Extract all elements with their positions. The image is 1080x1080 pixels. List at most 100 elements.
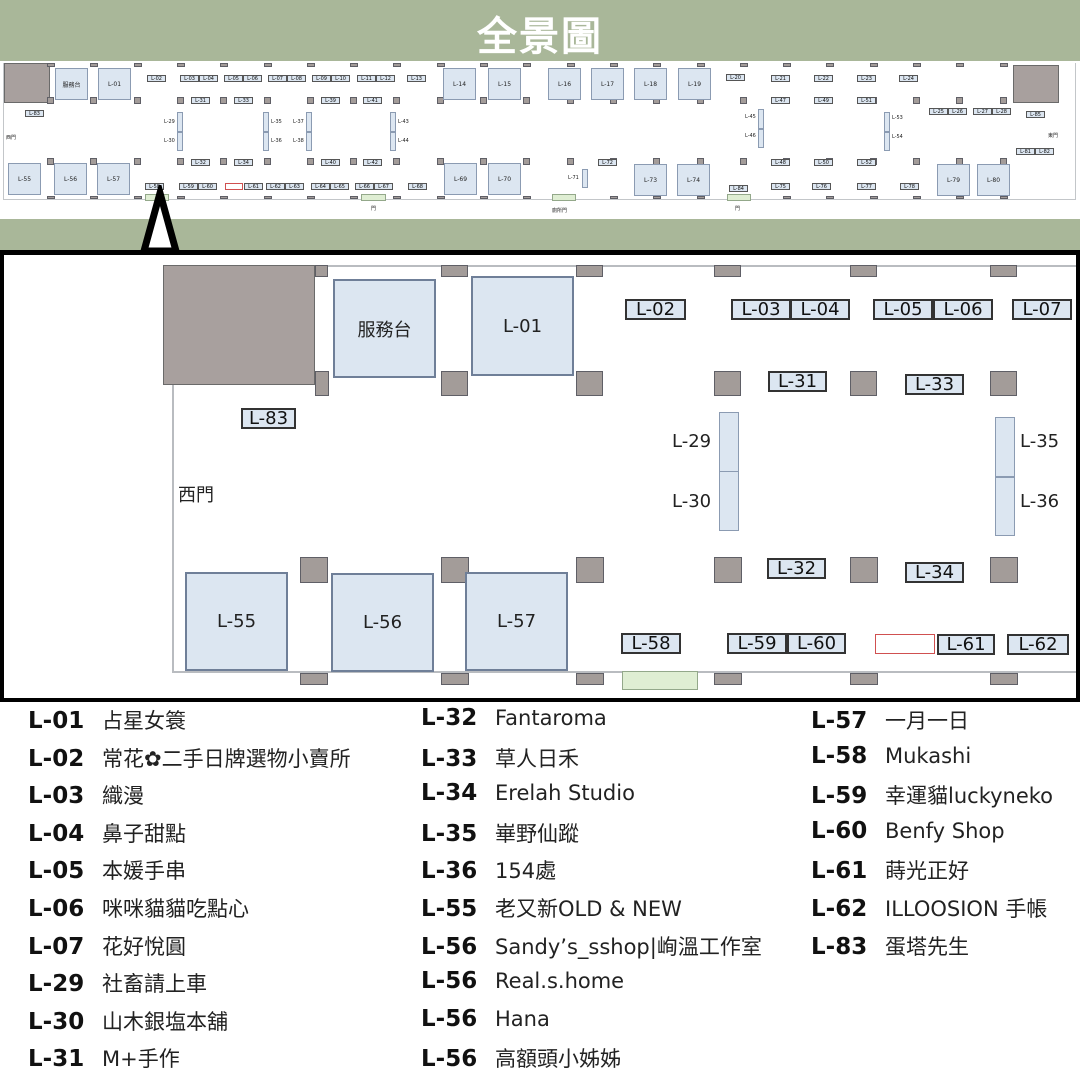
booth-L-77[interactable]: L-77 [857, 183, 876, 190]
booth-L-04[interactable]: L-04 [199, 75, 218, 82]
booth-strip[interactable] [390, 112, 396, 132]
booth-L-32[interactable]: L-32 [191, 159, 210, 166]
booth-L-76[interactable]: L-76 [812, 183, 831, 190]
booth-L-80[interactable]: L-80 [977, 164, 1010, 196]
booth-L-14[interactable]: L-14 [443, 68, 476, 100]
booth-L-59[interactable]: L-59 [179, 183, 198, 190]
booth-L-67[interactable]: L-67 [374, 183, 393, 190]
booth-L-56[interactable]: L-56 [331, 573, 434, 672]
booth-L-23[interactable]: L-23 [857, 75, 876, 82]
booth-L-08[interactable]: L-08 [287, 75, 306, 82]
booth-L-56[interactable]: L-56 [54, 163, 87, 195]
booth-L-26[interactable]: L-26 [948, 108, 967, 115]
booth-strip[interactable] [263, 112, 269, 132]
booth-L-83[interactable]: L-83 [241, 408, 296, 429]
booth-L-28[interactable]: L-28 [992, 108, 1011, 115]
booth-strip[interactable] [390, 132, 396, 151]
booth-strip[interactable] [719, 471, 739, 531]
booth-L-49[interactable]: L-49 [814, 97, 833, 104]
booth-L-58[interactable]: L-58 [621, 633, 681, 654]
booth-L-04[interactable]: L-04 [790, 299, 850, 320]
booth-L-48[interactable]: L-48 [771, 159, 790, 166]
booth-strip[interactable] [177, 132, 183, 151]
booth-L-20[interactable]: L-20 [726, 74, 745, 81]
booth-L-78[interactable]: L-78 [900, 183, 919, 190]
booth-L-12[interactable]: L-12 [376, 75, 395, 82]
booth-L-60[interactable]: L-60 [198, 183, 217, 190]
booth-L-16[interactable]: L-16 [548, 68, 581, 100]
booth-L-60[interactable]: L-60 [787, 633, 846, 654]
booth-服務台[interactable]: 服務台 [333, 279, 436, 378]
booth-L-19[interactable]: L-19 [678, 68, 711, 100]
booth-L-11[interactable]: L-11 [357, 75, 376, 82]
booth-strip[interactable] [884, 112, 890, 132]
booth-L-17[interactable]: L-17 [591, 68, 624, 100]
booth-L-64[interactable]: L-64 [311, 183, 330, 190]
booth-L-21[interactable]: L-21 [771, 75, 790, 82]
booth-L-06[interactable]: L-06 [243, 75, 262, 82]
booth-strip[interactable] [995, 477, 1015, 536]
booth-L-55[interactable]: L-55 [185, 572, 288, 671]
booth-L-10[interactable]: L-10 [331, 75, 350, 82]
booth-strip[interactable] [263, 132, 269, 151]
booth-L-79[interactable]: L-79 [937, 164, 970, 196]
booth-L-34[interactable]: L-34 [234, 159, 253, 166]
booth-L-65[interactable]: L-65 [330, 183, 349, 190]
booth-L-02[interactable]: L-02 [625, 299, 686, 320]
booth-L-03[interactable]: L-03 [180, 75, 199, 82]
booth-L-07[interactable]: L-07 [268, 75, 287, 82]
booth-strip[interactable] [582, 169, 588, 188]
booth-L-06[interactable]: L-06 [933, 299, 993, 320]
booth-L-73[interactable]: L-73 [634, 164, 667, 196]
booth-strip[interactable] [995, 417, 1015, 477]
booth-L-69[interactable]: L-69 [444, 163, 477, 195]
booth-L-39[interactable]: L-39 [321, 97, 340, 104]
booth-L-18[interactable]: L-18 [634, 68, 667, 100]
booth-L-62[interactable]: L-62 [1007, 634, 1069, 655]
booth-L-72[interactable]: L-72 [598, 159, 617, 166]
booth-L-32[interactable]: L-32 [767, 558, 826, 579]
booth-L-58[interactable]: L-58 [145, 183, 164, 190]
booth-L-50[interactable]: L-50 [814, 159, 833, 166]
booth-L-05[interactable]: L-05 [873, 299, 933, 320]
booth-L-68[interactable]: L-68 [408, 183, 427, 190]
booth-L-61[interactable]: L-61 [937, 634, 995, 655]
booth-L-27[interactable]: L-27 [973, 108, 992, 115]
booth-L-63[interactable]: L-63 [285, 183, 304, 190]
booth-L-24[interactable]: L-24 [899, 75, 918, 82]
booth-服務台[interactable]: 服務台 [55, 68, 88, 100]
booth-L-59[interactable]: L-59 [727, 633, 787, 654]
booth-L-57[interactable]: L-57 [97, 163, 130, 195]
booth-L-31[interactable]: L-31 [191, 97, 210, 104]
booth-L-01[interactable]: L-01 [471, 276, 574, 376]
booth-L-62[interactable]: L-62 [266, 183, 285, 190]
booth-L-05[interactable]: L-05 [224, 75, 243, 82]
booth-L-09[interactable]: L-09 [312, 75, 331, 82]
booth-L-52[interactable]: L-52 [857, 159, 876, 166]
booth-L-03[interactable]: L-03 [731, 299, 791, 320]
booth-L-61[interactable]: L-61 [244, 183, 263, 190]
booth-L-07[interactable]: L-07 [1012, 299, 1072, 320]
booth-L-02[interactable]: L-02 [147, 75, 166, 82]
booth-L-85[interactable]: L-85 [1026, 111, 1045, 118]
booth-L-74[interactable]: L-74 [677, 164, 710, 196]
booth-strip[interactable] [758, 109, 764, 129]
booth-L-01[interactable]: L-01 [98, 68, 131, 100]
booth-L-83[interactable]: L-83 [25, 110, 44, 117]
booth-L-55[interactable]: L-55 [8, 163, 41, 195]
booth-L-81[interactable]: L-81 [1016, 148, 1035, 155]
booth-strip[interactable] [306, 132, 312, 151]
booth-L-47[interactable]: L-47 [771, 97, 790, 104]
booth-L-41[interactable]: L-41 [363, 97, 382, 104]
booth-L-70[interactable]: L-70 [488, 163, 521, 195]
booth-L-82[interactable]: L-82 [1035, 148, 1054, 155]
booth-L-31[interactable]: L-31 [768, 371, 827, 392]
booth-L-84[interactable]: L-84 [729, 185, 748, 192]
booth-L-75[interactable]: L-75 [771, 183, 790, 190]
booth-L-42[interactable]: L-42 [363, 159, 382, 166]
booth-strip[interactable] [177, 112, 183, 132]
booth-L-33[interactable]: L-33 [234, 97, 253, 104]
booth-strip[interactable] [306, 112, 312, 132]
booth-L-25[interactable]: L-25 [929, 108, 948, 115]
booth-L-33[interactable]: L-33 [905, 374, 964, 395]
